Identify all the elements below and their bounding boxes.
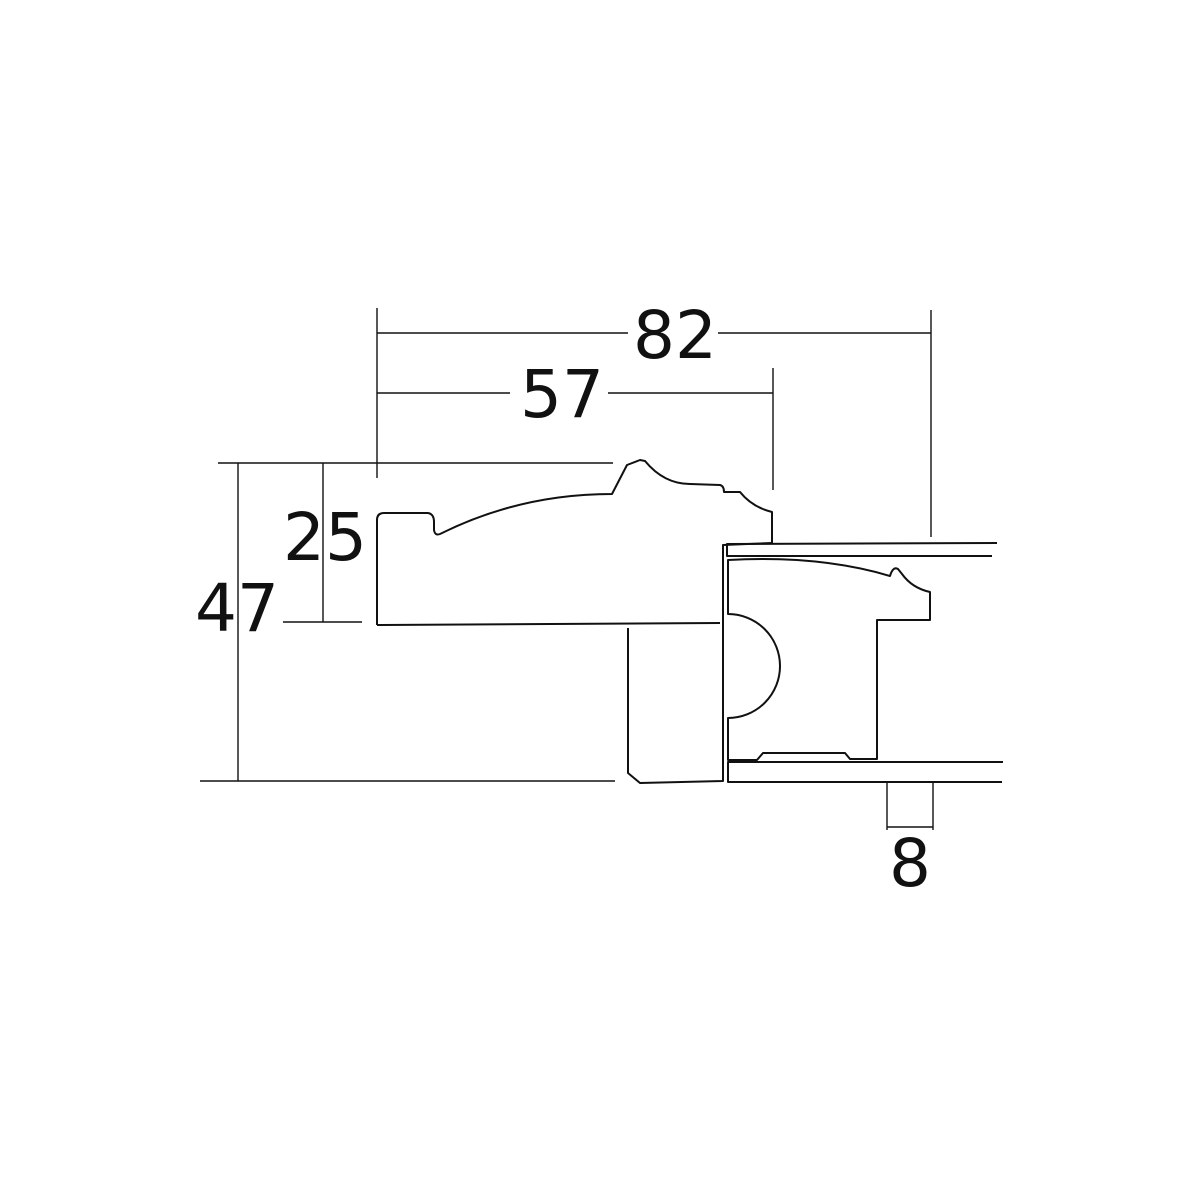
- inner-insert-profile: [727, 558, 931, 761]
- glass-pane: [726, 542, 998, 557]
- dimension-25: [218, 462, 613, 623]
- moulding-profile: [376, 459, 773, 625]
- dimension-8: [886, 783, 934, 830]
- frame-back-piece: [627, 542, 773, 784]
- backing-board: [727, 761, 1003, 783]
- dimension-82: [376, 308, 932, 537]
- label-82: 82: [633, 297, 717, 374]
- label-25: 25: [283, 499, 367, 576]
- label-57: 57: [520, 356, 604, 433]
- dimension-47: [200, 463, 615, 782]
- label-8: 8: [889, 825, 931, 902]
- dimension-57: [377, 368, 774, 490]
- label-47: 47: [195, 570, 279, 647]
- moulding-bottom-line: [376, 622, 721, 626]
